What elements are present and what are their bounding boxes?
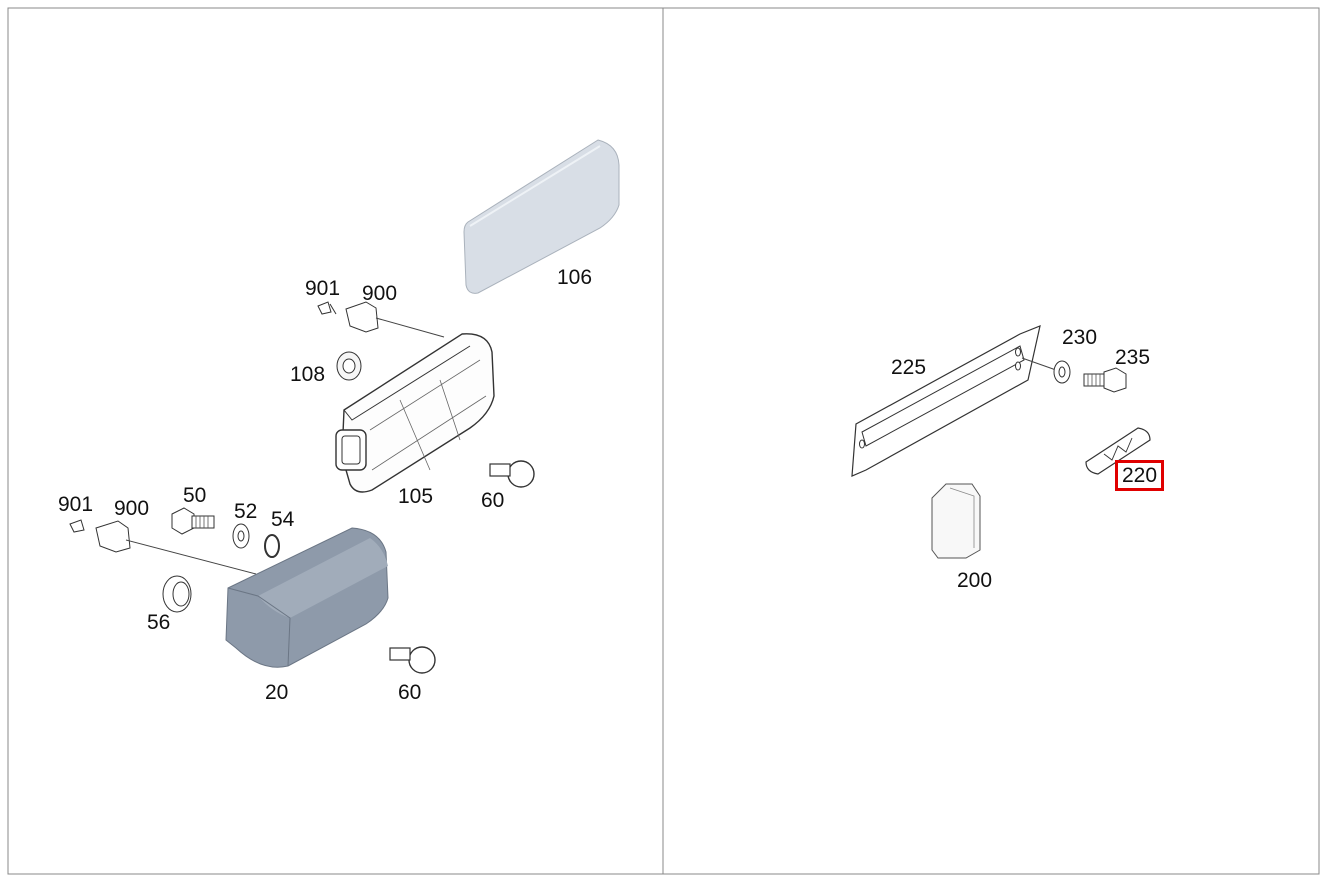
- label-220-highlighted[interactable]: 220: [1114, 460, 1165, 491]
- label-50[interactable]: 50: [183, 484, 207, 507]
- label-901-upper[interactable]: 901: [305, 277, 341, 300]
- part-56-grommet[interactable]: [162, 575, 192, 613]
- label-52[interactable]: 52: [234, 500, 258, 523]
- label-54[interactable]: 54: [271, 508, 295, 531]
- label-900-upper[interactable]: 900: [362, 282, 398, 305]
- part-200-lens-cap[interactable]: [931, 483, 981, 559]
- part-106-lens-cover[interactable]: [463, 139, 620, 294]
- part-50-bolt[interactable]: [171, 507, 215, 535]
- label-105[interactable]: 105: [398, 485, 434, 508]
- label-200[interactable]: 200: [957, 569, 993, 592]
- part-108-nut[interactable]: [336, 351, 362, 381]
- leader-line: [125, 539, 257, 575]
- label-235[interactable]: 235: [1115, 346, 1151, 369]
- part-20-lamp-housing[interactable]: [225, 527, 389, 668]
- part-230-washer[interactable]: [1053, 360, 1071, 384]
- part-901-screw-upper[interactable]: [317, 301, 337, 315]
- label-56[interactable]: 56: [147, 611, 171, 634]
- label-60-lower[interactable]: 60: [398, 681, 422, 704]
- part-52-washer[interactable]: [232, 523, 250, 549]
- part-235-bolt[interactable]: [1083, 367, 1127, 393]
- label-230[interactable]: 230: [1062, 326, 1098, 349]
- label-106[interactable]: 106: [557, 266, 593, 289]
- leader-line: [1021, 357, 1057, 371]
- part-60-bulb-upper[interactable]: [489, 460, 535, 488]
- part-105-lamp-body[interactable]: [335, 333, 495, 493]
- part-225-bracket[interactable]: [851, 325, 1041, 477]
- part-900-clip-upper[interactable]: [345, 301, 379, 333]
- part-900-clip-lower[interactable]: [95, 520, 131, 553]
- label-900-lower[interactable]: 900: [114, 497, 150, 520]
- label-108[interactable]: 108: [290, 363, 326, 386]
- leader-line: [375, 317, 445, 338]
- part-220-festoon-bulb[interactable]: [1085, 427, 1151, 475]
- label-225[interactable]: 225: [891, 356, 927, 379]
- label-20[interactable]: 20: [265, 681, 289, 704]
- label-901-lower[interactable]: 901: [58, 493, 94, 516]
- part-60-bulb-lower[interactable]: [389, 646, 436, 674]
- part-901-screw-lower[interactable]: [69, 519, 85, 533]
- part-54-lock-washer[interactable]: [264, 534, 280, 558]
- label-60-upper[interactable]: 60: [481, 489, 505, 512]
